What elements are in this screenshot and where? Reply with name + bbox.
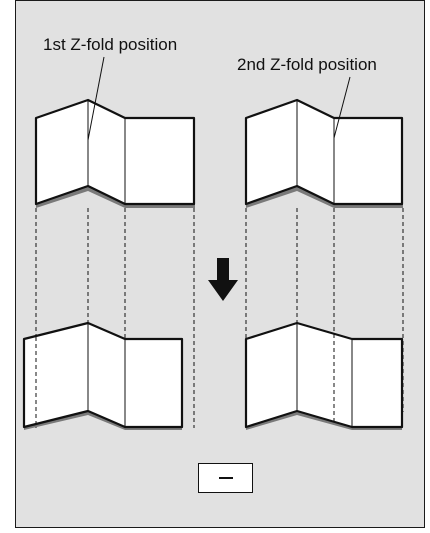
bottom-right-paper — [244, 321, 404, 430]
paper-sheet — [34, 98, 196, 206]
leader-line-second — [333, 76, 351, 139]
paper-sheet — [22, 321, 184, 429]
bottom-left-paper — [22, 321, 184, 430]
leader-line-first — [87, 56, 105, 141]
down-arrow-icon — [208, 258, 238, 301]
paper-sheet — [244, 321, 404, 429]
shadow — [24, 411, 182, 430]
minus-button[interactable] — [198, 463, 253, 493]
minus-icon — [218, 477, 233, 479]
shadow — [36, 186, 195, 208]
first-fold-label: 1st Z-fold position — [43, 35, 178, 54]
shadow — [246, 186, 403, 208]
second-fold-label: 2nd Z-fold position — [237, 55, 377, 74]
paper-sheet — [244, 98, 404, 206]
top-right-paper — [244, 98, 404, 208]
top-left-paper — [34, 98, 196, 208]
